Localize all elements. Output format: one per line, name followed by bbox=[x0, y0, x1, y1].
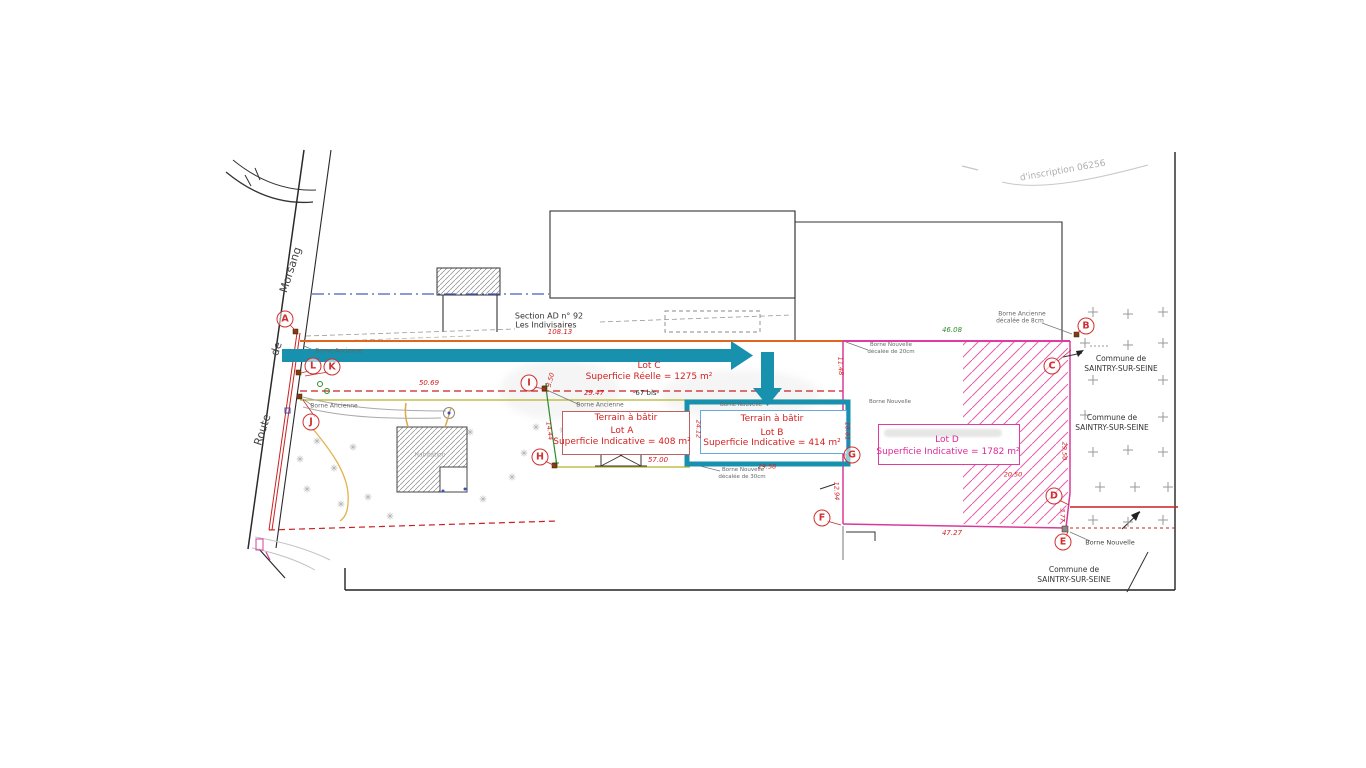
borne-ancienne-8cm-line1: Borne Ancienne bbox=[998, 310, 1046, 318]
roof-strokes bbox=[404, 402, 452, 428]
commune-bottom-line1: Commune de bbox=[1048, 564, 1100, 574]
section-label-line2: Les Indivisaires bbox=[515, 320, 577, 330]
measure-18-61: 18.61 bbox=[843, 421, 852, 441]
lot-b-name: Lot B bbox=[760, 428, 784, 439]
page-frame bbox=[344, 152, 1176, 591]
small-marks bbox=[255, 381, 559, 561]
point-marker-k: K bbox=[323, 358, 341, 376]
measure-46-08: 46.08 bbox=[941, 326, 963, 335]
borne-ancienne-label-3: Borne Ancienne bbox=[576, 401, 624, 409]
measure-14-44: 14.44 bbox=[544, 421, 555, 441]
lot-a-area: Superficie Indicative = 408 m² bbox=[553, 437, 691, 448]
borne-nouvelle-30cm-line2: décalée de 30cm bbox=[718, 473, 766, 480]
measure-20-50: 20.50 bbox=[1003, 470, 1023, 479]
point-marker-b: B bbox=[1077, 317, 1095, 335]
lot-c-area: Superficie Réelle = 1275 m² bbox=[585, 372, 713, 383]
commune-bottom-line2: SAINTRY-SUR-SEINE bbox=[1037, 574, 1111, 584]
division-magenta-lines bbox=[842, 341, 1071, 529]
point-marker-a: A bbox=[276, 310, 294, 328]
section-label-line1: Section AD n° 92 bbox=[514, 311, 584, 321]
lot-a-box bbox=[562, 411, 690, 455]
commune-right2-line1: Commune de bbox=[1086, 412, 1138, 422]
measure-12-94: 12.94 bbox=[832, 481, 841, 501]
point-marker-j: J bbox=[302, 413, 320, 431]
lot-d-area: Superficie Indicative = 1782 m² bbox=[876, 447, 1020, 458]
misc-survey-marks bbox=[819, 352, 1149, 593]
measure-3-77: 3.77 bbox=[1058, 508, 1066, 522]
measure-24-12: 24.12 bbox=[694, 419, 703, 439]
point-marker-d: D bbox=[1045, 487, 1063, 505]
measure-47-27: 47.27 bbox=[941, 529, 963, 538]
stamp-arcs bbox=[225, 159, 317, 204]
teal-highlight-arrow-horizontal bbox=[282, 341, 753, 370]
address-67bis: -67 bis- bbox=[632, 389, 660, 398]
borne-ancienne-label-2: Borne Ancienne bbox=[310, 402, 358, 410]
scan-watermark bbox=[500, 360, 620, 420]
borne-ancienne-label-1: Borne Ancienne bbox=[315, 347, 363, 355]
point-marker-h: H bbox=[531, 448, 549, 466]
lot-b-box bbox=[700, 410, 847, 454]
red-lines-bottom-right bbox=[1070, 506, 1178, 529]
measure-50-69: 50.69 bbox=[418, 379, 440, 388]
lot-a-header: Terrain à bâtir bbox=[594, 413, 658, 424]
habitation-label: Habitation bbox=[414, 451, 446, 459]
stamp-curve bbox=[961, 164, 1149, 186]
measure-108-13: 108.13 bbox=[547, 328, 573, 337]
axis-lines bbox=[305, 293, 1110, 347]
commune-right1-line2: SAINTRY-SUR-SEINE bbox=[1084, 363, 1158, 373]
point-marker-f: F bbox=[813, 509, 831, 527]
measure-29-50: 29.50 bbox=[1060, 441, 1069, 461]
garden-yellow-curve bbox=[312, 428, 349, 522]
lot-d-name: Lot D bbox=[935, 435, 959, 446]
lot-b-header: Terrain à bâtir bbox=[740, 414, 804, 425]
dashed-structure bbox=[664, 310, 761, 333]
neighbour-buildings-outline bbox=[442, 210, 1063, 341]
label-leader-lines bbox=[302, 322, 1091, 542]
habitation-annex bbox=[439, 466, 468, 493]
teal-highlight-arrow-vertical bbox=[753, 352, 782, 406]
driveway-path bbox=[302, 396, 455, 419]
point-marker-e: E bbox=[1054, 533, 1072, 551]
borne-nouvelle-top-label: Borne Nouvelle bbox=[720, 401, 762, 408]
borne-nouvelle-20cm-line1: Borne Nouvelle bbox=[870, 341, 912, 348]
measure-11-48: 11.48 bbox=[836, 356, 846, 376]
lot-c-name: Lot C bbox=[637, 361, 661, 372]
arrow-head bbox=[1131, 511, 1140, 521]
borne-nouvelle-e-label: Borne Nouvelle bbox=[1085, 538, 1135, 547]
point-marker-l: L bbox=[304, 357, 322, 375]
commune-right1-line1: Commune de bbox=[1095, 353, 1147, 363]
lot-d-obscured-text bbox=[884, 429, 1002, 437]
borne-nouvelle-20cm-line2: décalée de 20cm bbox=[867, 348, 915, 355]
lot-a-name: Lot A bbox=[610, 426, 634, 437]
measure-29-58: 29.58 bbox=[757, 462, 777, 471]
measure-57-00: 57.00 bbox=[647, 456, 669, 465]
hatched-building-top bbox=[436, 267, 501, 296]
borne-nouvelle-g-label: Borne Nouvelle bbox=[869, 398, 911, 405]
point-marker-g: G bbox=[843, 446, 861, 464]
point-marker-c: C bbox=[1043, 357, 1061, 375]
borne-nouvelle-30cm-line1: Borne Nouvelle bbox=[722, 466, 764, 473]
lot-b-area: Superficie Indicative = 414 m² bbox=[703, 438, 841, 449]
boundary-lines bbox=[268, 332, 1070, 531]
commune-right2-line2: SAINTRY-SUR-SEINE bbox=[1075, 422, 1149, 432]
arrow-head bbox=[1076, 350, 1084, 357]
measure-29-47: 29.47 bbox=[583, 389, 605, 398]
point-marker-i: I bbox=[520, 374, 538, 392]
borne-ancienne-8cm-line2: décalée de 8cm bbox=[996, 317, 1044, 325]
